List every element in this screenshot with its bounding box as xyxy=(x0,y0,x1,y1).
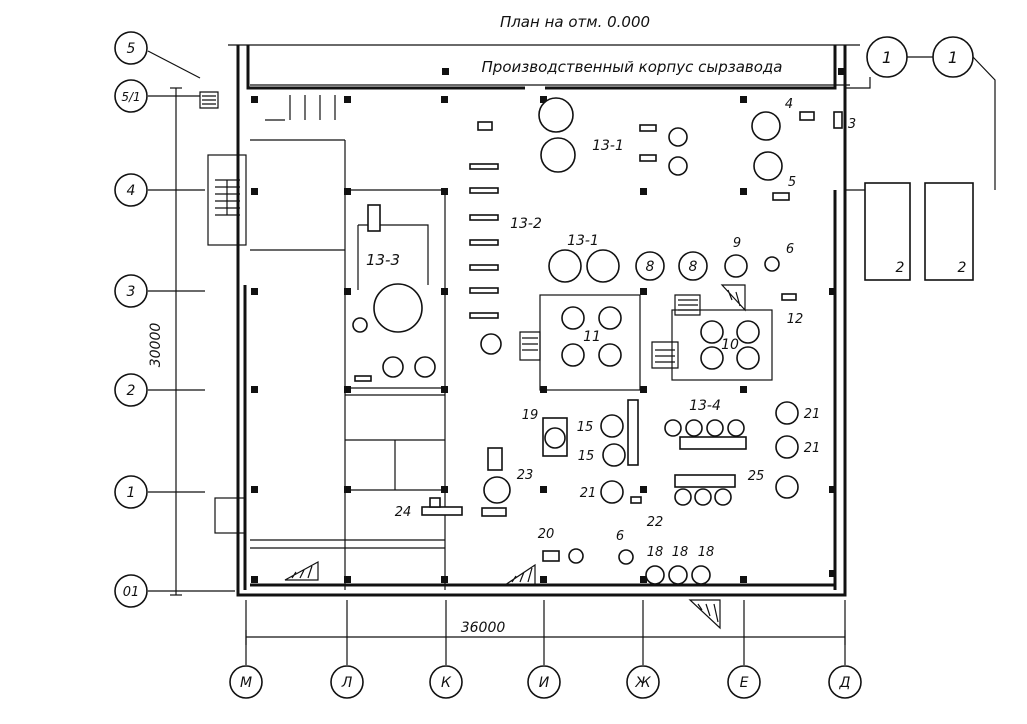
svg-text:К: К xyxy=(441,675,452,691)
equipment-top xyxy=(538,97,843,201)
svg-text:Ж: Ж xyxy=(634,675,651,691)
svg-text:М: М xyxy=(240,675,252,691)
label-18c: 18 xyxy=(698,545,715,560)
label-10: 10 xyxy=(721,337,739,353)
svg-text:Д: Д xyxy=(839,675,851,691)
label-15b: 15 xyxy=(578,449,595,464)
plan-title: План на отм. 0.000 xyxy=(500,13,650,31)
label-19: 19 xyxy=(522,408,539,423)
label-8a: 8 xyxy=(646,259,655,275)
svg-text:4: 4 xyxy=(127,183,136,199)
label-23: 23 xyxy=(517,468,534,483)
col-axis-d xyxy=(828,665,862,699)
row-axis-2 xyxy=(114,373,148,407)
row-axis-4 xyxy=(114,173,148,207)
label-13-3: 13-3 xyxy=(366,251,400,269)
col-axis-l xyxy=(330,665,364,699)
row-axis-leaders xyxy=(147,50,235,592)
stair-annex xyxy=(207,154,247,534)
svg-text:2: 2 xyxy=(127,383,136,399)
label-3: 3 xyxy=(848,117,856,132)
svg-text:И: И xyxy=(539,675,550,691)
equipment-13-3 xyxy=(352,204,436,382)
label-13-1-mid: 13-1 xyxy=(567,233,599,249)
svg-text:1: 1 xyxy=(127,485,136,501)
row-axis-5 xyxy=(114,31,148,65)
col-axis-i xyxy=(527,665,561,699)
equipment-middle xyxy=(548,249,797,301)
interior-partitions xyxy=(250,95,446,590)
label-9: 9 xyxy=(733,236,741,251)
label-21b: 21 xyxy=(804,441,821,456)
row-axis-1 xyxy=(114,475,148,509)
equipment-10 xyxy=(700,320,760,370)
outdoor-equipment xyxy=(845,36,996,281)
column-axis-bubbles: М Л К И Ж Е Д xyxy=(229,665,862,699)
label-1a: 1 xyxy=(882,48,892,67)
label-1b: 1 xyxy=(948,48,958,67)
label-15a: 15 xyxy=(577,420,594,435)
label-2b: 2 xyxy=(958,260,967,276)
svg-text:5: 5 xyxy=(127,41,136,57)
label-18b: 18 xyxy=(672,545,689,560)
svg-text:Е: Е xyxy=(740,675,749,691)
col-axis-k xyxy=(429,665,463,699)
label-13-4: 13-4 xyxy=(689,398,721,414)
label-6b: 6 xyxy=(616,529,624,544)
row-axis-01 xyxy=(114,574,148,608)
col-axis-e xyxy=(727,665,761,699)
label-25: 25 xyxy=(748,469,765,484)
column-axis-leaders xyxy=(245,600,846,665)
label-21c: 21 xyxy=(580,486,597,501)
equipment-labels: 1 1 2 2 3 4 5 6 6 8 8 9 10 11 12 13-1 13… xyxy=(366,48,967,560)
label-24: 24 xyxy=(395,505,412,520)
room-10 xyxy=(671,309,773,381)
label-2a: 2 xyxy=(896,260,905,276)
label-4: 4 xyxy=(785,97,793,112)
row-axis-5-1 xyxy=(114,79,148,113)
label-5: 5 xyxy=(788,175,796,190)
label-22: 22 xyxy=(647,515,664,530)
label-6a: 6 xyxy=(786,242,794,257)
dimension-vertical: 30000 xyxy=(148,323,164,368)
label-11: 11 xyxy=(583,329,601,345)
label-8b: 8 xyxy=(689,259,698,275)
label-13-2: 13-2 xyxy=(510,216,542,232)
equipment-11 xyxy=(561,306,622,367)
label-20: 20 xyxy=(538,527,555,542)
outer-walls xyxy=(236,45,847,597)
header-label: Производственный корпус сырзавода xyxy=(482,58,783,76)
row-axis-bubbles: 5 5/1 4 3 2 1 01 xyxy=(114,31,148,608)
col-axis-m xyxy=(229,665,263,699)
label-21a: 21 xyxy=(804,407,821,422)
room-11 xyxy=(539,294,641,391)
equipment-13-2 xyxy=(469,121,502,355)
dimension-horizontal: 36000 xyxy=(461,620,506,636)
label-18a: 18 xyxy=(647,545,664,560)
label-12: 12 xyxy=(787,312,804,327)
label-13-1-top: 13-1 xyxy=(592,138,624,154)
svg-text:3: 3 xyxy=(127,284,136,300)
col-axis-zh xyxy=(626,665,660,699)
svg-text:01: 01 xyxy=(123,585,140,600)
equipment-lower xyxy=(421,399,799,585)
svg-text:5/1: 5/1 xyxy=(121,90,140,104)
row-axis-3 xyxy=(114,274,148,308)
svg-text:Л: Л xyxy=(341,675,353,691)
